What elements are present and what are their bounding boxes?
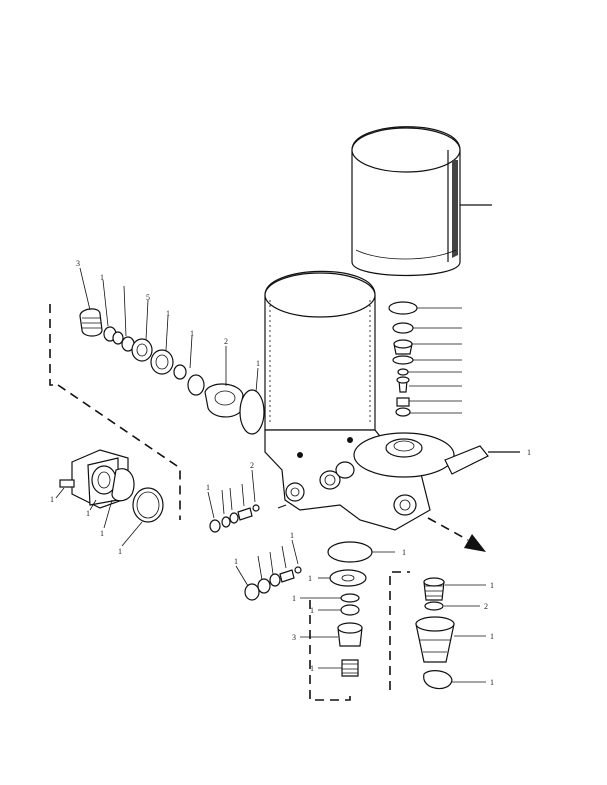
callout-spring-lower: 1 <box>310 664 314 673</box>
callout-3: 3 <box>76 259 80 268</box>
callout-spring-right: 1 <box>490 581 494 590</box>
bottom-center-stack <box>300 541 410 701</box>
callout-spring-mid: 1 <box>234 557 238 566</box>
check-valve-parts <box>207 469 302 601</box>
callout-housing-center: 1 <box>310 606 314 615</box>
desiccant-cartridge <box>351 126 492 277</box>
callout-piston-b: 1 <box>166 309 170 318</box>
callout-capscrew: 1 <box>50 495 54 504</box>
callout-oring-right: 2 <box>484 602 488 611</box>
callout-ring-right: 1 <box>490 678 494 687</box>
governor-parts <box>49 267 265 520</box>
callout-ring-left: 1 <box>118 547 122 556</box>
callout-check-valve: 2 <box>250 461 254 470</box>
callout-seal-center: 1 <box>308 574 312 583</box>
direction-arrow <box>427 517 486 552</box>
callout-gasket-center: 1 <box>402 548 406 557</box>
callout-cover: 1 <box>86 509 90 518</box>
callout-ring-center: 3 <box>292 633 296 642</box>
callout-snap-ring: 1 <box>100 529 104 538</box>
callout-washer-center: 1 <box>292 594 296 603</box>
callout-retainer: 1 <box>190 329 194 338</box>
callout-labels: 3 1 5 1 1 2 1 1 1 1 1 2 1 1 1 1 1 1 1 3 … <box>50 259 531 687</box>
callout-piston-a: 5 <box>146 293 150 302</box>
lower-right-parts <box>415 577 486 690</box>
callout-oring: 1 <box>100 273 104 282</box>
cover-assembly <box>55 449 164 547</box>
callout-filter-screen: 1 <box>290 531 294 540</box>
callout-valve-body: 2 <box>224 337 228 346</box>
callout-seal-left: 1 <box>256 359 260 368</box>
callout-plug: 1 <box>206 483 210 492</box>
purge-valve-stack <box>388 301 462 417</box>
callout-end-cover: 1 <box>527 448 531 457</box>
callout-valve-right: 1 <box>490 632 494 641</box>
dryer-housing <box>264 270 520 531</box>
